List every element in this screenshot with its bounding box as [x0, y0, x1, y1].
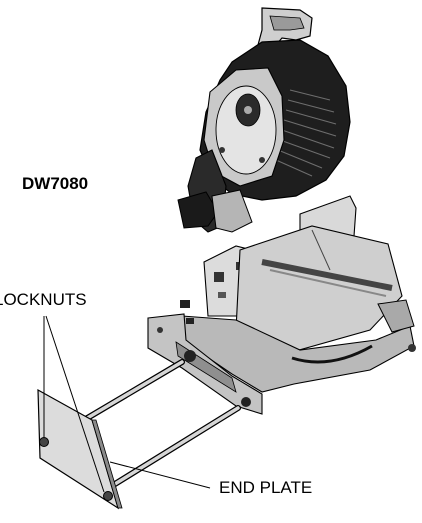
saw-base: [147, 195, 416, 415]
leader-lines: [43, 315, 211, 493]
blade-guard: [199, 7, 351, 201]
end-plate: [37, 388, 123, 510]
extension-rods: [81, 359, 241, 495]
saw-arm: [177, 149, 253, 233]
end-plate-label: END PLATE: [219, 478, 313, 497]
locknuts-label: LOCKNUTS: [0, 290, 87, 309]
model-label: DW7080: [22, 174, 89, 193]
